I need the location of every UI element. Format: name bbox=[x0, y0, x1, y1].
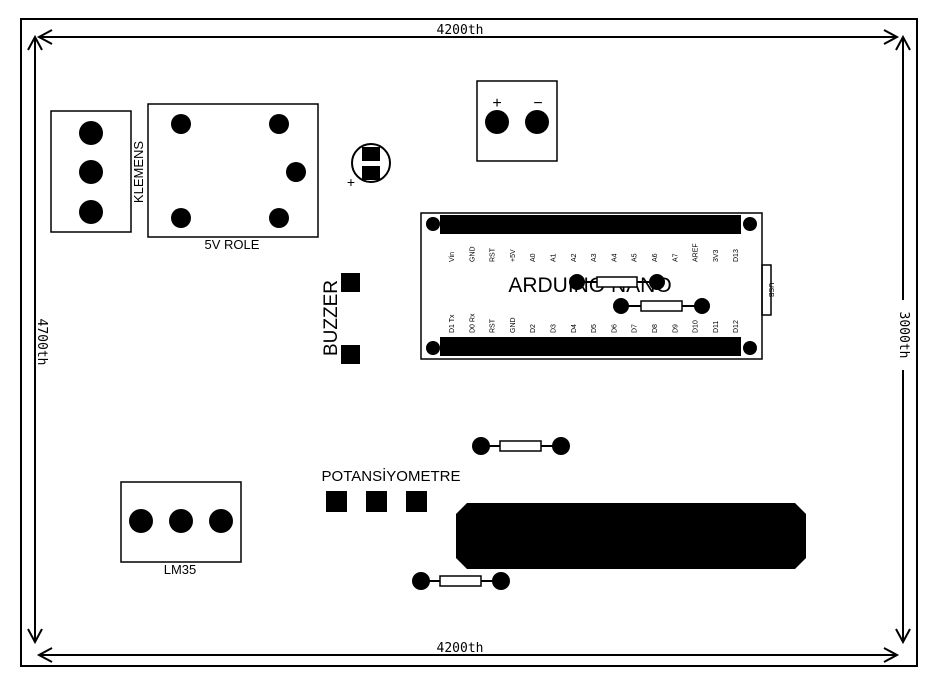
pin-labels-bottom: D1 Tx D0 Rx RST GND D2 D3 D4 D5 D6 D7 D8 D9 D10 D11 D1… bbox=[449, 313, 740, 333]
pin-label: D13 bbox=[733, 249, 740, 262]
pad bbox=[525, 110, 549, 134]
capacitor-plus-label: + bbox=[347, 174, 355, 190]
pad bbox=[552, 437, 570, 455]
pad bbox=[286, 162, 306, 182]
pad bbox=[169, 509, 193, 533]
pad bbox=[694, 298, 710, 314]
pin-label: A4 bbox=[611, 253, 618, 262]
pin-label: D6 bbox=[611, 324, 618, 333]
pin-label: A7 bbox=[672, 253, 679, 262]
pad bbox=[171, 208, 191, 228]
resistor-r2 bbox=[613, 298, 710, 314]
pin-label: D3 bbox=[551, 324, 558, 333]
pin-label: D1 Tx bbox=[449, 314, 456, 333]
resistor-r1 bbox=[569, 274, 665, 290]
pad bbox=[472, 437, 490, 455]
pin-label: Vin bbox=[449, 252, 456, 262]
pad bbox=[485, 110, 509, 134]
dimension-right: 3000th bbox=[895, 34, 912, 645]
resistor-r4 bbox=[412, 572, 510, 590]
pin-label: A3 bbox=[591, 253, 598, 262]
pad bbox=[412, 572, 430, 590]
pad bbox=[341, 273, 360, 292]
pad bbox=[209, 509, 233, 533]
pad bbox=[79, 200, 103, 224]
pad bbox=[326, 491, 347, 512]
pin-label: A6 bbox=[652, 253, 659, 262]
pin-label: GND bbox=[510, 317, 517, 333]
display-footprint bbox=[456, 503, 806, 569]
pad bbox=[649, 274, 665, 290]
pin-label: A1 bbox=[551, 253, 558, 262]
pin-label: D10 bbox=[693, 320, 700, 333]
pin-label: D4 bbox=[571, 324, 578, 333]
pad bbox=[613, 298, 629, 314]
header-top bbox=[440, 215, 741, 234]
power-plus-label: + bbox=[492, 95, 501, 112]
mount-hole bbox=[426, 341, 440, 355]
pin-label: D7 bbox=[632, 324, 639, 333]
pin-label: RST bbox=[490, 247, 497, 262]
dimension-bottom: 4200th bbox=[36, 641, 900, 663]
header-bottom bbox=[440, 337, 741, 356]
power-connector: + − bbox=[476, 80, 558, 162]
pad bbox=[366, 491, 387, 512]
usb-port bbox=[761, 264, 772, 316]
relay-5v: 5V ROLE bbox=[147, 103, 319, 252]
dimension-left-label: 4700th bbox=[34, 319, 49, 366]
klemens-label: KLEMENS bbox=[131, 141, 146, 203]
power-minus-label: − bbox=[533, 95, 542, 112]
lm35-label: LM35 bbox=[164, 562, 197, 577]
pin-label: +5V bbox=[510, 249, 517, 262]
potentiometer: POTANSİYOMETRE bbox=[322, 467, 461, 512]
pad bbox=[129, 509, 153, 533]
capacitor: + bbox=[347, 143, 391, 190]
buzzer: BUZZER bbox=[321, 273, 360, 364]
pin-label: A2 bbox=[571, 253, 578, 262]
pad bbox=[79, 160, 103, 184]
board-outline bbox=[20, 18, 918, 667]
pad bbox=[406, 491, 427, 512]
pin-label: AREF bbox=[693, 243, 700, 262]
pin-label: D5 bbox=[591, 324, 598, 333]
mount-hole bbox=[426, 217, 440, 231]
dimension-top: 4200th bbox=[36, 23, 900, 45]
pad bbox=[269, 114, 289, 134]
pin-label: 3V3 bbox=[713, 249, 720, 262]
pin-label: D8 bbox=[652, 324, 659, 333]
dimension-bottom-label: 4200th bbox=[437, 641, 484, 656]
pin-labels-top: Vin GND RST +5V A0 A1 A2 A3 A4 A5 A6 A7 AREF 3V3 D13 bbox=[449, 243, 740, 262]
pin-label: GND bbox=[469, 246, 476, 262]
pad bbox=[79, 121, 103, 145]
buzzer-label: BUZZER bbox=[321, 280, 342, 356]
pad bbox=[569, 274, 585, 290]
resistor-r3 bbox=[472, 437, 570, 455]
pin-label: D12 bbox=[733, 320, 740, 333]
arduino-label: ARDUINO NANO bbox=[508, 274, 671, 297]
pin-label: D0 Rx bbox=[469, 313, 476, 333]
pin-label: RST bbox=[490, 318, 497, 333]
pin-label: D11 bbox=[713, 321, 720, 333]
pin-label: D2 bbox=[530, 324, 537, 333]
mount-hole bbox=[743, 217, 757, 231]
pad bbox=[492, 572, 510, 590]
lm35-sensor: LM35 bbox=[120, 481, 242, 577]
klemens-terminal: KLEMENS bbox=[50, 110, 146, 233]
pin-label: A0 bbox=[530, 253, 537, 262]
usb-label: USB bbox=[767, 283, 774, 298]
relay-label: 5V ROLE bbox=[205, 237, 260, 252]
dimension-left: 4700th bbox=[27, 34, 49, 645]
pad bbox=[269, 208, 289, 228]
mount-hole bbox=[743, 341, 757, 355]
pin-label: A5 bbox=[632, 253, 639, 262]
dimension-top-label: 4200th bbox=[437, 23, 484, 38]
potentiometer-label: POTANSİYOMETRE bbox=[322, 467, 461, 485]
dimension-right-label: 3000th bbox=[896, 312, 911, 359]
pad bbox=[341, 345, 360, 364]
pin-label: D9 bbox=[672, 324, 679, 333]
pad bbox=[171, 114, 191, 134]
